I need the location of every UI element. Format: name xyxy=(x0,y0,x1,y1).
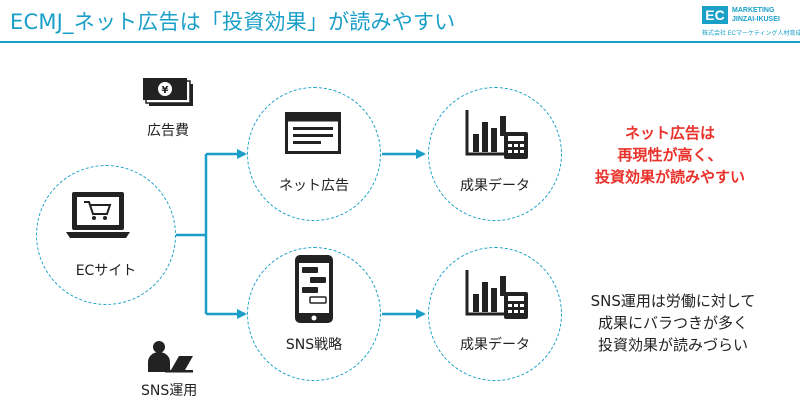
browser-window-icon xyxy=(285,112,341,154)
logo-subtitle: 株式会社 ECマーケティング人材育成 xyxy=(702,31,800,37)
logo-line-1: MARKETING xyxy=(732,7,775,14)
laptop-cart-icon xyxy=(66,192,130,238)
title-underline xyxy=(0,41,800,43)
chart-calculator-icon xyxy=(465,110,528,159)
sns-note-line: 投資効果が読みづらい xyxy=(597,336,748,354)
page-title: ECMJ_ネット広告は「投資効果」が読みやすい xyxy=(10,10,456,34)
node-label-ec-site: ECサイト xyxy=(75,263,137,279)
logo-line-2: JINZAI-IKUSEI xyxy=(732,16,780,23)
node-label-result-top: 成果データ xyxy=(460,178,530,194)
smartphone-chat-icon xyxy=(295,255,333,323)
person-laptop-icon xyxy=(148,341,193,373)
sns-ops-label: SNS運用 xyxy=(141,383,198,399)
node-ec-site xyxy=(36,165,176,305)
node-result-top xyxy=(428,87,562,221)
node-net-ad xyxy=(247,87,381,221)
svg-text:¥: ¥ xyxy=(162,85,169,96)
ad-cost-label: 広告費 xyxy=(147,123,189,139)
highlight-note-line: 再現性が高く、 xyxy=(617,146,723,164)
sns-note-line: SNS運用は労働に対して xyxy=(590,292,756,310)
highlight-note: ネット広告は 再現性が高く、 投資効果が読みやすい xyxy=(570,122,770,188)
sns-note-line: 成果にバラつきが多く xyxy=(597,314,748,332)
node-sns-strategy xyxy=(247,247,381,381)
node-label-sns-strategy: SNS戦略 xyxy=(285,337,343,353)
highlight-note-line: 投資効果が読みやすい xyxy=(594,168,745,186)
node-label-net-ad: ネット広告 xyxy=(279,178,349,194)
highlight-note-line: ネット広告は xyxy=(624,124,715,142)
chart-calculator-icon xyxy=(465,270,528,319)
logo-mark: EC xyxy=(702,6,728,24)
sns-note: SNS運用は労働に対して 成果にバラつきが多く 投資効果が読みづらい xyxy=(560,290,786,356)
node-label-result-bottom: 成果データ xyxy=(460,337,530,353)
money-icon: ¥ xyxy=(143,78,193,106)
company-logo: EC MARKETING JINZAI-IKUSEI 株式会社 ECマーケティン… xyxy=(702,6,800,38)
node-result-bottom xyxy=(428,247,562,381)
